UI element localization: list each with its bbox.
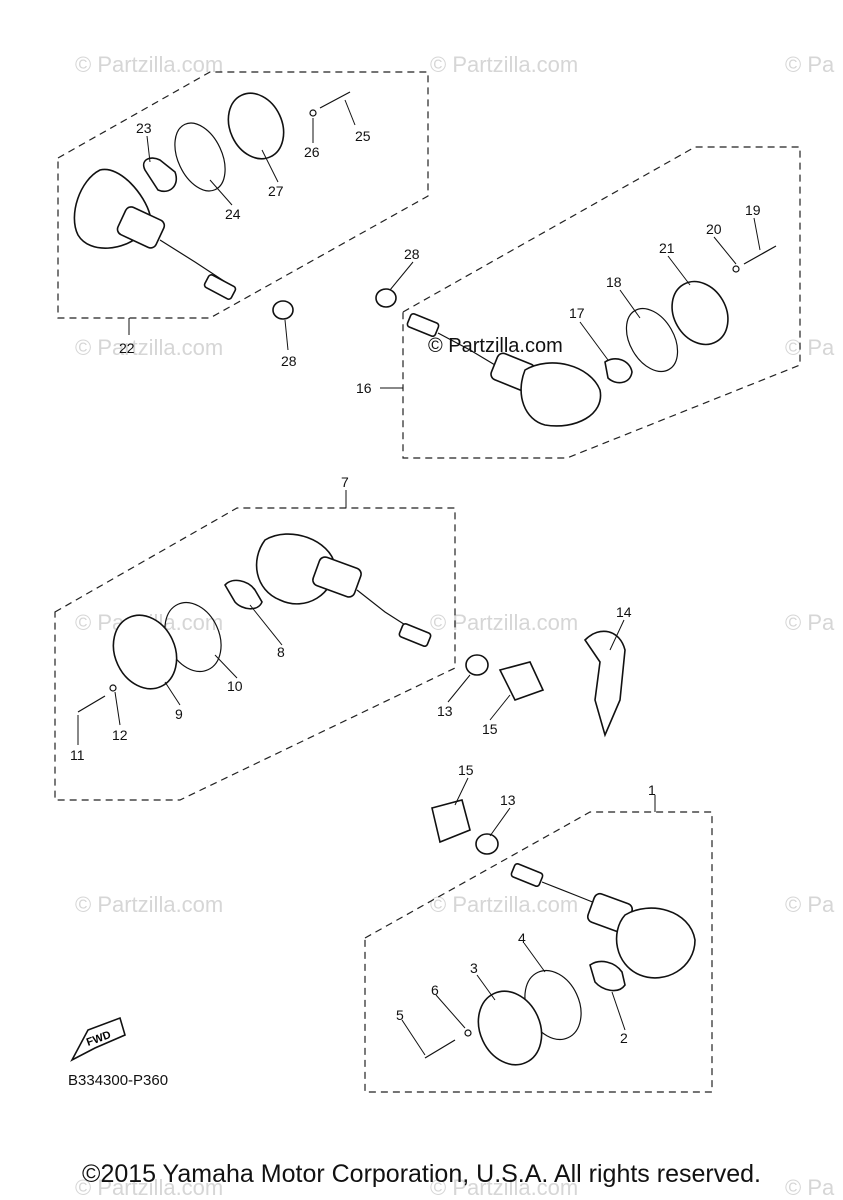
rim-9-shape [112, 614, 178, 690]
screw-19-shape [743, 245, 777, 265]
group-16-outline [402, 146, 801, 459]
callout-2: 2 [620, 1030, 628, 1046]
socket-shape [116, 206, 166, 249]
callout-24: 24 [225, 206, 241, 222]
turn-signal-assembly-16 [375, 245, 777, 427]
callout-19: 19 [745, 202, 761, 218]
callout-labels: 1 2 3 4 5 6 7 8 9 10 11 12 13 13 14 15 1… [70, 120, 761, 1046]
connector-shape [510, 862, 544, 888]
housing-shape [615, 907, 696, 979]
callout-25: 25 [355, 128, 371, 144]
damper-15-shape [498, 661, 545, 701]
washer-20-shape [732, 265, 740, 273]
wire-shape [356, 589, 411, 629]
gasket-24-shape [174, 122, 226, 192]
callout-5: 5 [396, 1007, 404, 1023]
nut-13-shape [475, 833, 499, 855]
bulb-17-shape [604, 358, 633, 384]
turn-signal-assembly-22 [73, 91, 351, 320]
wire-shape [541, 881, 601, 906]
callout-12: 12 [112, 727, 128, 743]
callout-15: 15 [482, 721, 498, 737]
watermark: © Partzilla.com [430, 610, 578, 635]
callout-17: 17 [569, 305, 585, 321]
washer-6-shape [464, 1029, 472, 1037]
callout-22: 22 [119, 340, 135, 356]
callout-28b: 28 [281, 353, 297, 369]
callout-15b: 15 [458, 762, 474, 778]
callout-21: 21 [659, 240, 675, 256]
callout-13b: 13 [500, 792, 516, 808]
callout-23: 23 [136, 120, 152, 136]
watermark-partial: © Pa [785, 610, 835, 635]
watermark: © Partzilla.com [430, 1175, 578, 1200]
washer-26-shape [309, 109, 317, 117]
turn-signal-assembly-7 [77, 533, 626, 738]
screw-11-shape [77, 695, 106, 713]
lens-housing-shape [520, 362, 602, 427]
callout-8: 8 [277, 644, 285, 660]
callout-9: 9 [175, 706, 183, 722]
fwd-arrow-icon: FWD [70, 1016, 126, 1062]
watermark: © Partzilla.com [75, 52, 223, 77]
callout-11: 11 [70, 747, 85, 763]
callout-6: 6 [431, 982, 439, 998]
callout-7: 7 [341, 474, 349, 490]
turn-signal-assembly-1 [424, 799, 696, 1066]
watermark-partial: © Pa [785, 892, 835, 917]
copyright-text: ©2015 Yamaha Motor Corporation, U.S.A. A… [82, 1160, 761, 1188]
callout-13: 13 [437, 703, 453, 719]
figure-code: B334300-P360 [68, 1072, 169, 1089]
socket-shape [312, 556, 362, 598]
connector-shape [398, 622, 432, 648]
callout-3: 3 [470, 960, 478, 976]
watermark: © Partzilla.com [75, 892, 223, 917]
connector-shape [406, 312, 440, 338]
nut-28-shape [272, 300, 294, 320]
watermark-partial: © Pa [785, 335, 835, 360]
nut-28-shape [375, 288, 397, 308]
group-22-outline [57, 71, 429, 319]
callout-1: 1 [648, 782, 656, 798]
bracket-14-shape [583, 630, 626, 738]
bulb-23-shape [142, 157, 177, 192]
callout-28: 28 [404, 246, 420, 262]
callout-26: 26 [304, 144, 320, 160]
callout-10: 10 [227, 678, 243, 694]
watermark-partial: © Pa [785, 1175, 835, 1200]
rim-21-shape [671, 280, 729, 346]
callout-14: 14 [616, 604, 632, 620]
center-watermark: © Partzilla.com [428, 335, 563, 357]
wire-shape [437, 332, 501, 369]
connector-shape [203, 274, 237, 300]
group-1-outline [364, 811, 713, 1093]
screw-5-shape [424, 1039, 456, 1059]
callout-18: 18 [606, 274, 622, 290]
watermark: © Partzilla.com [430, 52, 578, 77]
watermark: © Partzilla.com [75, 1175, 223, 1200]
screw-25-shape [319, 91, 351, 109]
bulb-8-shape [224, 579, 263, 610]
callout-4: 4 [518, 930, 526, 946]
rim-3-shape [477, 990, 543, 1066]
group-7-outline [54, 507, 456, 801]
watermark-partial: © Pa [785, 52, 835, 77]
leader-lines [77, 99, 761, 1056]
callout-27: 27 [268, 183, 284, 199]
washer-12-shape [109, 684, 117, 692]
watermarks: © Partzilla.com © Partzilla.com © Pa © P… [75, 52, 835, 1200]
housing-shape [255, 533, 336, 605]
bulb-2-shape [589, 960, 626, 992]
callout-16: 16 [356, 380, 372, 396]
damper-15-shape [431, 799, 471, 844]
watermark: © Partzilla.com [430, 892, 578, 917]
nut-13-shape [465, 654, 489, 676]
watermark: © Partzilla.com [75, 335, 223, 360]
rim-27-shape [227, 92, 285, 160]
callout-20: 20 [706, 221, 722, 237]
